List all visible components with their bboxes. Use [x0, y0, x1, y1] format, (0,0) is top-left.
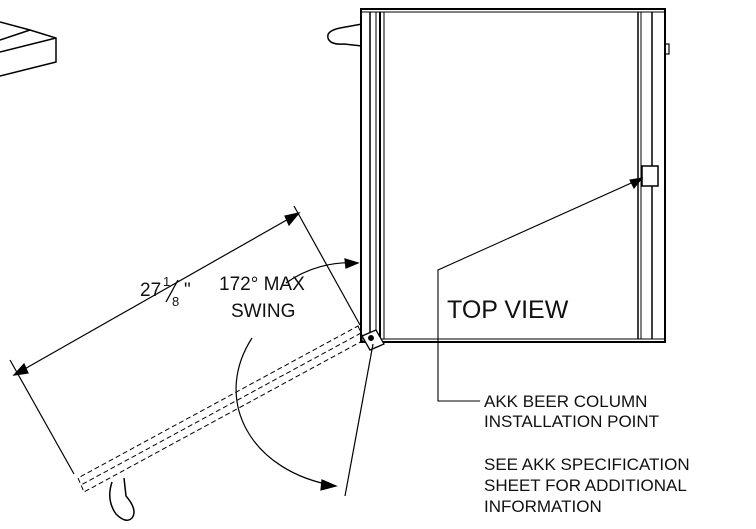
note-line3: INFORMATION	[484, 497, 602, 516]
cabinet-handle	[327, 23, 363, 47]
swung-door-outline	[77, 325, 365, 493]
width-dimension	[9, 205, 361, 475]
dimension-unit: "	[184, 280, 191, 301]
note-line2: SHEET FOR ADDITIONAL	[484, 476, 687, 495]
note-line1: SEE AKK SPECIFICATION	[484, 455, 690, 474]
door-hinge	[361, 329, 385, 351]
dimension-numerator: 1	[163, 274, 170, 289]
cabinet-body	[360, 8, 670, 343]
callout-leader	[437, 177, 644, 402]
callout-line1: AKK BEER COLUMN	[484, 392, 647, 411]
installation-point-marker	[641, 165, 659, 187]
dimension-denominator: 8	[172, 294, 179, 309]
swing-arc	[235, 258, 374, 497]
view-title: TOP VIEW	[447, 296, 569, 324]
dimension-whole: 27	[140, 280, 161, 301]
adjacent-unit-outline	[0, 21, 57, 77]
door-handle	[109, 477, 135, 521]
swing-label-line1: 172° MAX	[219, 274, 305, 295]
swing-label-line2: SWING	[231, 301, 295, 322]
dimension-fraction-bar	[165, 279, 179, 303]
callout-line2: INSTALLATION POINT	[484, 412, 659, 431]
